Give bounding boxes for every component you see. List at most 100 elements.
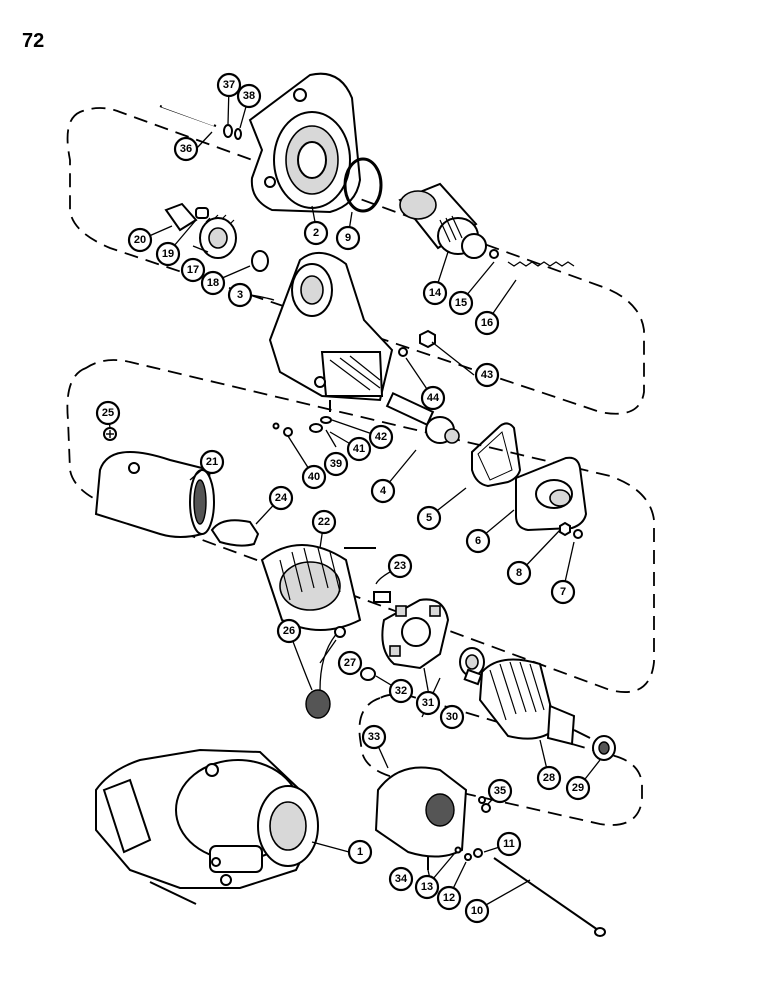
callout-3: 3 (227, 282, 253, 308)
armature-bearing-front (459, 647, 485, 677)
callout-label: 42 (375, 431, 387, 443)
callout-label: 8 (516, 567, 522, 579)
bolt-washer-a (473, 848, 483, 858)
callout-32: 32 (388, 678, 414, 704)
roller-retainer (195, 207, 209, 219)
group-outline-drive-housing (66, 107, 645, 415)
callout-label: 6 (475, 535, 481, 547)
callout-29: 29 (565, 775, 591, 801)
callout-30: 30 (439, 704, 465, 730)
bolt-washer-c (454, 846, 462, 854)
callout-25: 25 (95, 400, 121, 426)
callout-label: 33 (368, 731, 380, 743)
callout-label: 27 (344, 657, 356, 669)
contact-washer (320, 416, 332, 424)
callout-label: 18 (207, 277, 219, 289)
armature-bearing-rear (592, 735, 616, 761)
bolt-and-washers (159, 104, 242, 140)
motor-housing (268, 252, 394, 412)
callout-11: 11 (496, 831, 522, 857)
bolt-washer-b (464, 853, 472, 861)
callout-label: 39 (330, 458, 342, 470)
callout-44: 44 (420, 385, 446, 411)
callout-label: 24 (275, 492, 288, 504)
callout-label: 16 (481, 317, 493, 329)
callout-16: 16 (474, 310, 500, 336)
callout-18: 18 (200, 270, 226, 296)
callout-label: 12 (443, 892, 455, 904)
callout-33: 33 (361, 724, 387, 750)
callout-label: 44 (427, 392, 440, 404)
end-frame-screw (481, 803, 491, 813)
cover-screw (573, 529, 583, 539)
callout-label: 17 (187, 264, 199, 276)
callout-label: 41 (353, 443, 365, 455)
callout-31: 31 (415, 690, 441, 716)
o-ring (343, 157, 383, 213)
callout-22: 22 (311, 509, 337, 535)
callout-label: 26 (283, 625, 295, 637)
callout-2: 2 (303, 220, 329, 246)
callout-label: 22 (318, 516, 330, 528)
callout-label: 36 (180, 143, 192, 155)
frame-screw (103, 427, 117, 441)
brush-insulator (360, 667, 376, 681)
callout-label: 28 (543, 772, 555, 784)
callout-17: 17 (180, 257, 206, 283)
callout-12: 12 (436, 885, 462, 911)
field-coil (260, 544, 376, 631)
lead-insulator (334, 626, 346, 638)
callout-38: 38 (236, 83, 262, 109)
callout-label: 13 (421, 881, 433, 893)
callout-19: 19 (155, 241, 181, 267)
end-frame-washer (478, 796, 486, 804)
callout-6: 6 (465, 528, 491, 554)
callout-label: 32 (395, 685, 407, 697)
starter-assembly (95, 748, 319, 905)
drive-housing (248, 72, 362, 214)
callout-label: 15 (455, 297, 467, 309)
callout-label: 9 (345, 232, 351, 244)
callout-37: 37 (216, 72, 242, 98)
through-bolt (493, 857, 606, 937)
callout-label: 31 (422, 697, 434, 709)
solenoid-cover (515, 456, 588, 532)
callout-41: 41 (346, 436, 372, 462)
page-number: 72 (22, 30, 45, 52)
field-yoke (94, 451, 215, 538)
terminal-washer (398, 347, 408, 357)
pole-shoe (210, 519, 260, 547)
callout-20: 20 (127, 227, 153, 253)
callout-1: 1 (347, 839, 373, 865)
spring-washer (272, 422, 280, 430)
callout-label: 1 (357, 846, 363, 858)
armature (463, 658, 591, 746)
callout-9: 9 (335, 225, 361, 251)
field-brush (373, 591, 391, 603)
terminal-nut (419, 329, 436, 349)
callout-36: 36 (173, 136, 199, 162)
callout-26: 26 (276, 618, 302, 644)
callout-label: 20 (134, 234, 146, 246)
callout-23: 23 (387, 553, 413, 579)
contact-screw (283, 427, 293, 437)
brush-holder (381, 598, 450, 670)
callout-label: 14 (429, 287, 442, 299)
callout-10: 10 (464, 898, 490, 924)
pinion-clutch (398, 182, 487, 259)
callout-label: 3 (237, 289, 243, 301)
callout-label: 23 (394, 560, 406, 572)
callout-label: 43 (481, 369, 493, 381)
group-outline-field-frame (66, 359, 655, 693)
callout-label: 21 (206, 456, 218, 468)
callout-24: 24 (268, 485, 294, 511)
callout-40: 40 (301, 464, 327, 490)
field-lead (305, 629, 341, 719)
callout-label: 30 (446, 711, 458, 723)
callout-label: 2 (313, 227, 319, 239)
callout-8: 8 (506, 560, 532, 586)
callout-21: 21 (199, 449, 225, 475)
callout-label: 11 (503, 838, 515, 850)
callout-label: 7 (560, 586, 566, 598)
